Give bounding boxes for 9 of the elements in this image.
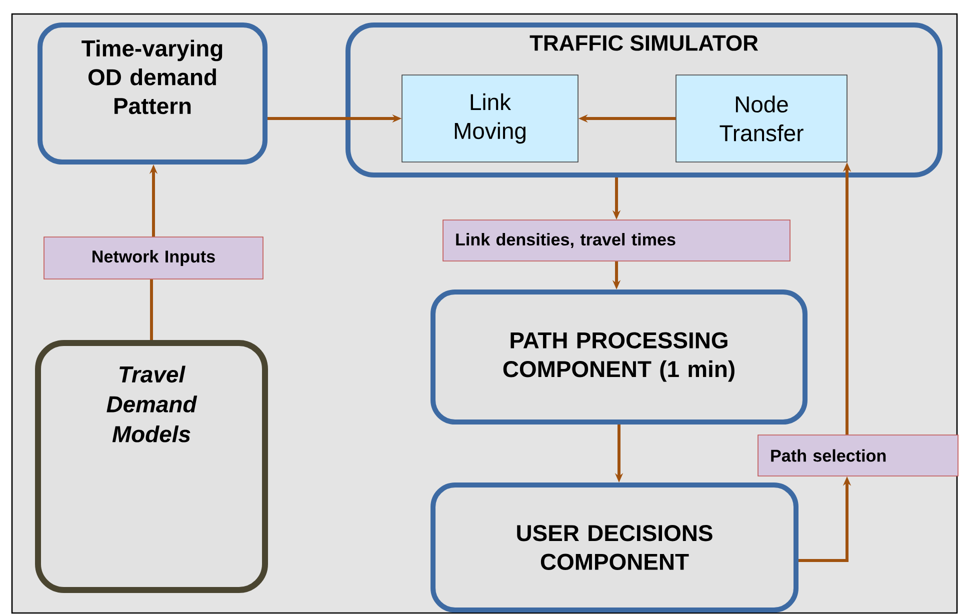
process-box: Node Transfer [676, 74, 848, 162]
data-label-box: Link densities, travel times [442, 220, 790, 262]
data-label-box: Path selection [758, 434, 958, 476]
model-box: Travel Demand Models [35, 340, 268, 594]
process-box: Link Moving [402, 74, 578, 162]
component-box: USER DECISIONS COMPONENT [430, 482, 799, 612]
data-label-box: Network Inputs [44, 236, 264, 280]
demand-box: Time-varying OD demand Pattern [38, 22, 268, 164]
component-box: PATH PROCESSING COMPONENT (1 min) [430, 290, 808, 424]
